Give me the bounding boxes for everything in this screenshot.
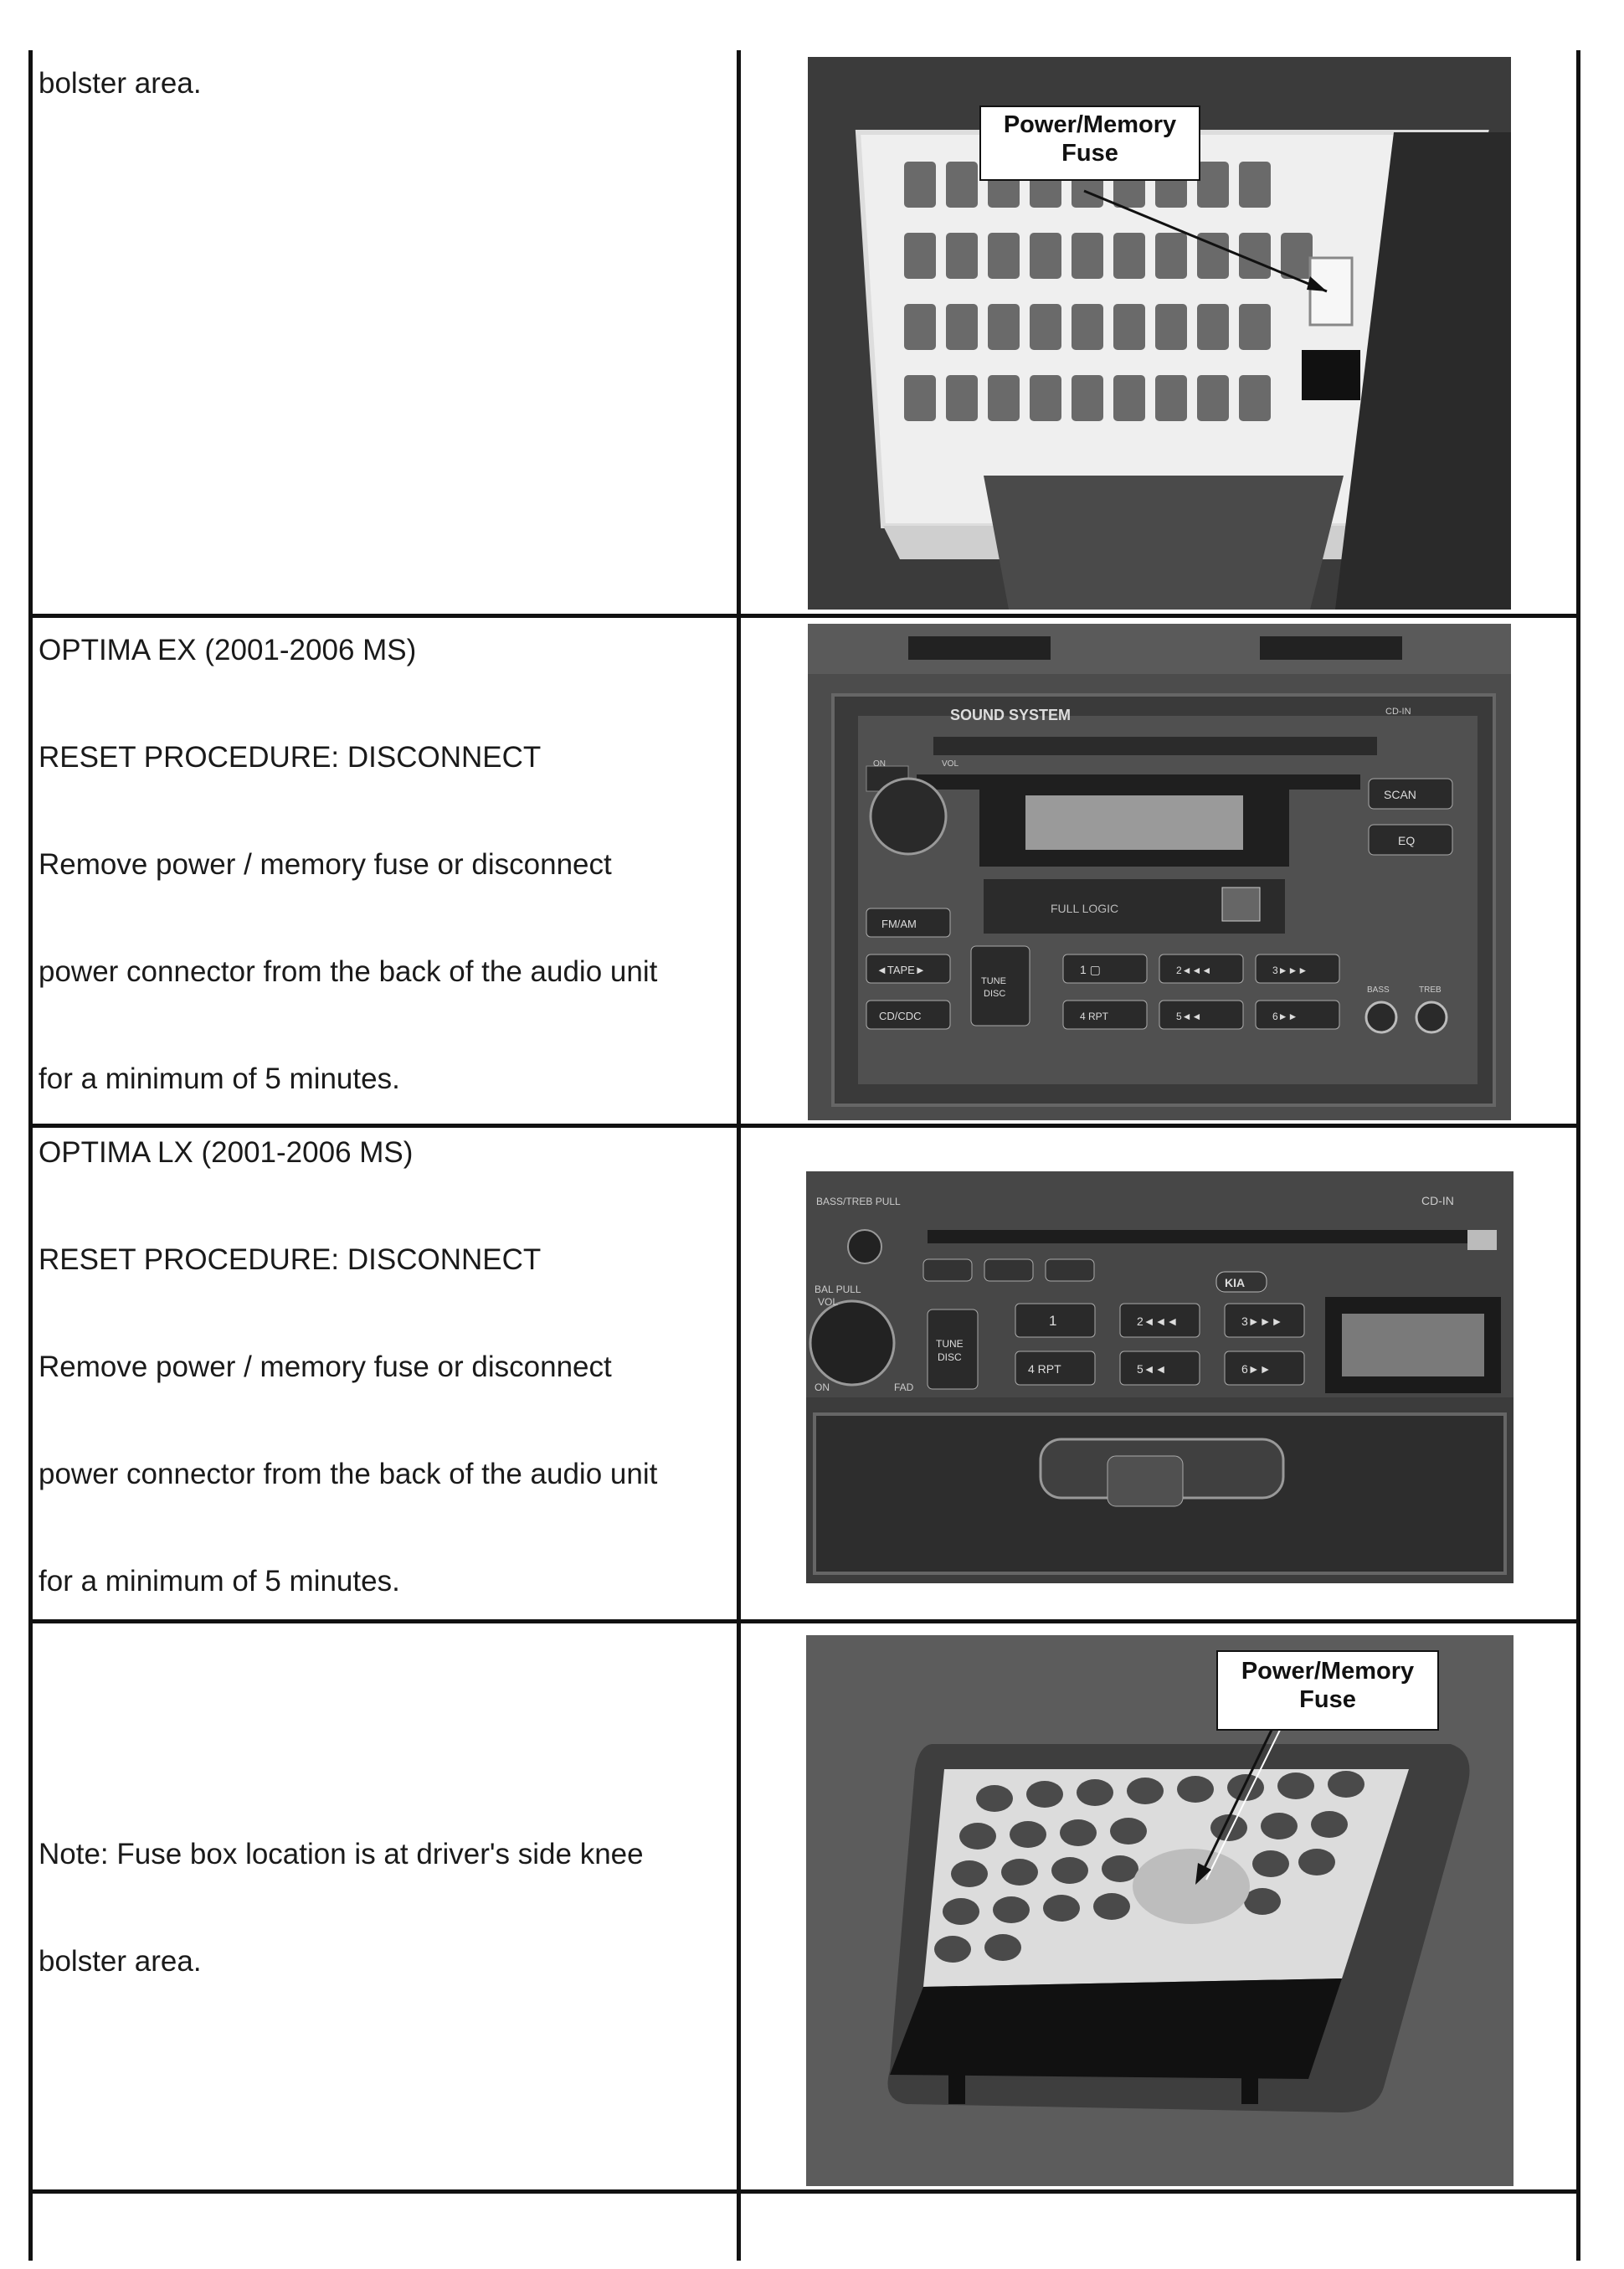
- callout-line: Fuse: [1299, 1686, 1356, 1713]
- table-border-right: [1576, 50, 1580, 2261]
- scan-button-label: SCAN: [1384, 788, 1416, 801]
- text-line: for a minimum of 5 minutes.: [39, 1062, 400, 1095]
- text-line: RESET PROCEDURE: DISCONNECT: [39, 1243, 542, 1276]
- callout-label: Power/Memory Fuse: [1216, 1650, 1439, 1731]
- text-line: bolster area.: [39, 67, 202, 100]
- fuse-box-photo: Power/Memory Fuse: [808, 57, 1511, 610]
- bal-label: BAL PULL: [815, 1284, 861, 1295]
- table-row-divider: [28, 2189, 1580, 2194]
- table-row-divider: [28, 614, 1580, 618]
- preset-label: 5◄◄: [1176, 1011, 1201, 1022]
- preset-label: 1: [1049, 1313, 1056, 1329]
- text-line: power connector from the back of the aud…: [39, 955, 658, 988]
- callout-line: Fuse: [1061, 140, 1118, 167]
- lx-audio-unit-photo: BASS/TREB PULL CD-IN KIA BAL PULL VOL ON…: [806, 1171, 1514, 1583]
- text-line: Remove power / memory fuse or disconnect: [39, 1351, 612, 1383]
- preset-label: 3►►►: [1241, 1315, 1282, 1328]
- text-line: Note: Fuse box location is at driver's s…: [39, 1838, 644, 1870]
- text-line: bolster area.: [39, 1945, 202, 1978]
- preset-label: 4 RPT: [1028, 1362, 1061, 1376]
- table-border-middle: [737, 50, 741, 2261]
- fad-label: FAD: [894, 1381, 914, 1393]
- preset-label: 2◄◄◄: [1176, 965, 1211, 976]
- brand-label: SOUND SYSTEM: [950, 707, 1071, 723]
- preset-label: 5◄◄: [1137, 1362, 1167, 1376]
- fmam-button-label: FM/AM: [881, 918, 917, 930]
- callout-line: Power/Memory: [1003, 111, 1177, 138]
- cdcdc-button-label: CD/CDC: [879, 1010, 922, 1022]
- text-line: OPTIMA EX (2001-2006 MS): [39, 634, 417, 666]
- callout-label: Power/Memory Fuse: [979, 105, 1200, 181]
- text-line: RESET PROCEDURE: DISCONNECT: [39, 741, 542, 774]
- text-line: Remove power / memory fuse or disconnect: [39, 848, 612, 881]
- preset-label: 4 RPT: [1080, 1011, 1109, 1022]
- preset-label: 2◄◄◄: [1137, 1315, 1178, 1328]
- treb-label: TREB: [1419, 985, 1442, 995]
- disc-label: DISC: [938, 1351, 962, 1363]
- tune-label: TUNE: [981, 976, 1006, 986]
- bass-treb-label: BASS/TREB PULL: [816, 1196, 901, 1207]
- vol-label: VOL: [942, 759, 958, 769]
- on-label: ON: [873, 759, 886, 769]
- text-line: for a minimum of 5 minutes.: [39, 1565, 400, 1598]
- full-logic-label: FULL LOGIC: [1051, 902, 1118, 915]
- tune-label: TUNE: [936, 1338, 964, 1350]
- bass-label: BASS: [1367, 985, 1390, 995]
- model-label: CD-IN: [1385, 707, 1411, 717]
- ex-audio-unit-photo: SOUND SYSTEM CD-IN ON VOL SCAN EQ FULL L…: [808, 624, 1511, 1120]
- table-row-divider: [28, 1619, 1580, 1623]
- brand-label: KIA: [1225, 1276, 1245, 1289]
- preset-label: 6►►: [1241, 1362, 1272, 1376]
- preset-label: 6►►: [1272, 1011, 1298, 1022]
- table-row-divider: [28, 1124, 1580, 1128]
- text-line: OPTIMA LX (2001-2006 MS): [39, 1136, 414, 1169]
- knee-bolster-fuse-photo: Power/Memory Fuse: [806, 1635, 1514, 2186]
- preset-label: 3►►►: [1272, 965, 1308, 976]
- table-border-left: [28, 50, 33, 2261]
- eq-button-label: EQ: [1398, 834, 1415, 847]
- on-label: ON: [815, 1381, 830, 1393]
- callout-line: Power/Memory: [1241, 1658, 1415, 1685]
- preset-label: 1 ▢: [1080, 963, 1101, 976]
- text-line: power connector from the back of the aud…: [39, 1458, 658, 1490]
- disc-label: DISC: [984, 989, 1005, 999]
- tape-button-label: ◄TAPE►: [876, 964, 926, 976]
- vol-label: VOL: [818, 1296, 838, 1308]
- model-label: CD-IN: [1421, 1194, 1454, 1207]
